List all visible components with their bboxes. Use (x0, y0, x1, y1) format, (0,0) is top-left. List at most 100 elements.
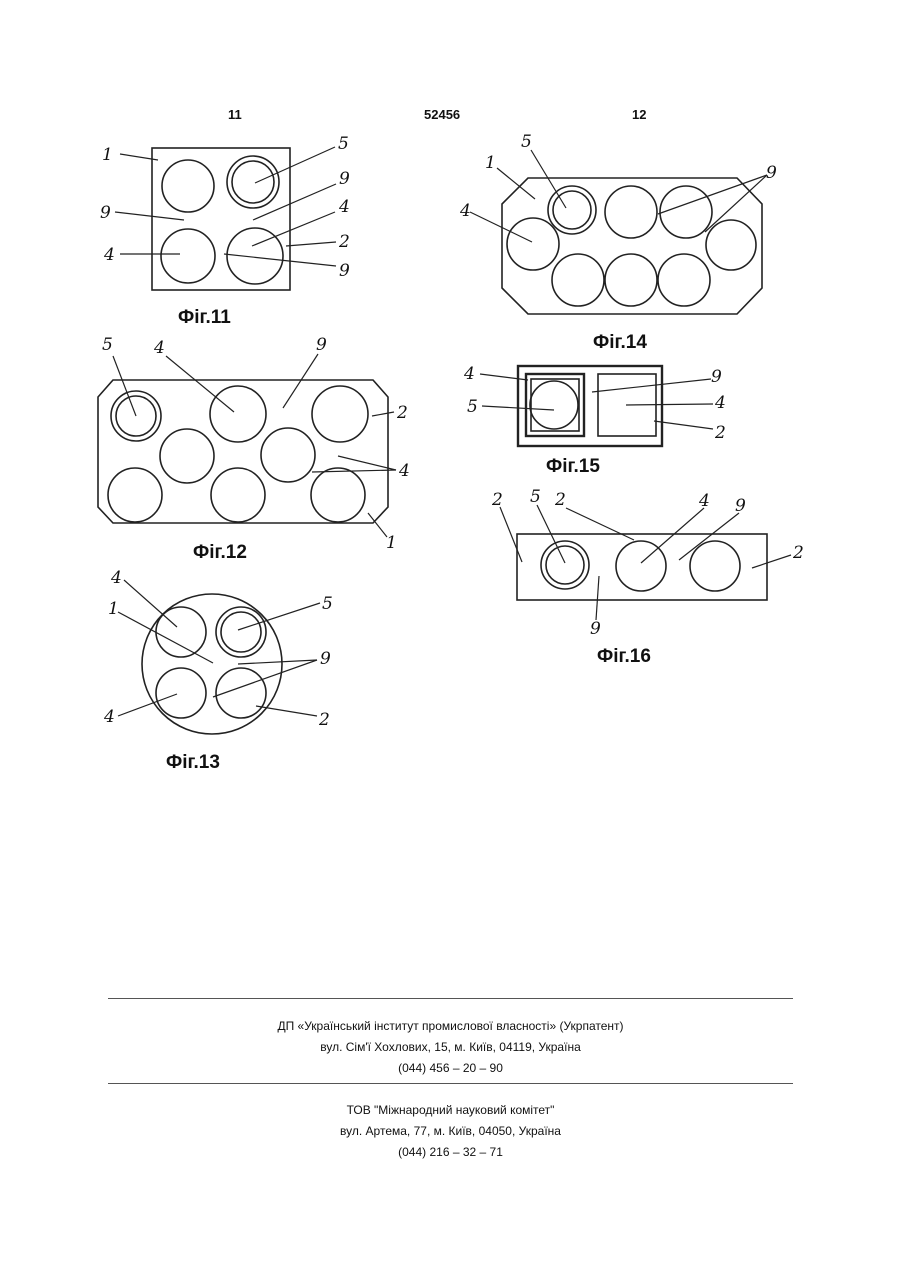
fig11-cell (161, 229, 215, 283)
leader-line (256, 706, 317, 716)
figure-14: 5 1 9 4 Фіг.14 (459, 132, 777, 353)
fig15-body (518, 366, 662, 446)
fig15-label: 4 (714, 393, 726, 413)
leader-line (679, 513, 739, 560)
fig12-label: 5 (102, 335, 113, 355)
fig11-cell (162, 160, 214, 212)
fig16-label: 4 (698, 491, 710, 511)
leader-line (115, 212, 184, 220)
leader-line (372, 412, 394, 416)
fig12-cell (261, 428, 315, 482)
leader-line (641, 508, 704, 563)
footer-divider (108, 1083, 793, 1084)
fig14-cell-marked (548, 186, 596, 234)
fig13-label: 1 (108, 599, 119, 619)
fig14-label: 1 (485, 153, 496, 173)
fig11-label: 9 (339, 169, 350, 189)
leader-line (166, 356, 234, 412)
fig14-caption: Фіг.14 (593, 332, 647, 353)
fig16-label: 2 (491, 490, 503, 510)
leader-line (531, 150, 566, 208)
fig11-cell-marked-inner (232, 161, 274, 203)
fig15-label: 4 (463, 364, 475, 384)
fig15-label: 9 (711, 367, 722, 387)
publisher-block: ДП «Український інститут промислової вла… (108, 1016, 793, 1079)
fig15-label: 2 (714, 423, 726, 443)
fig14-cell (507, 218, 559, 270)
fig11-label: 4 (338, 197, 350, 217)
fig14-body (502, 178, 762, 314)
fig15-cell-round (530, 381, 578, 429)
fig16-cell (690, 541, 740, 591)
fig11-label: 9 (100, 203, 111, 223)
fig16-label: 2 (792, 543, 804, 563)
leader-line (255, 147, 335, 183)
fig12-cell (211, 468, 265, 522)
figure-16: 2 5 2 4 9 2 9 Фіг.16 (491, 487, 804, 667)
fig11-cell-marked (227, 156, 279, 208)
publisher-name: ДП «Український інститут промислової вла… (108, 1016, 793, 1037)
fig12-label: 2 (396, 403, 408, 423)
fig13-label: 4 (110, 568, 122, 588)
fig11-label: 9 (339, 261, 350, 281)
leader-line (113, 356, 136, 416)
figure-sheet: 1 5 9 9 4 4 2 9 Фіг.11 5 4 9 2 (0, 0, 900, 800)
printer-block: ТОВ "Міжнародний науковий комітет" вул. … (108, 1100, 793, 1163)
leader-line (118, 694, 177, 716)
leader-line (480, 374, 528, 380)
fig12-body (98, 380, 388, 523)
printer-address: вул. Артема, 77, м. Київ, 04050, Україна (108, 1121, 793, 1142)
fig13-caption: Фіг.13 (166, 752, 220, 773)
leader-line (596, 576, 599, 620)
fig15-label: 5 (467, 397, 478, 417)
fig16-cell-marked-inner (546, 546, 584, 584)
fig14-cell (552, 254, 604, 306)
leader-line (283, 354, 318, 408)
fig13-label: 9 (320, 649, 331, 669)
fig16-label: 9 (735, 496, 746, 516)
leader-line (368, 513, 387, 537)
fig16-label: 2 (554, 490, 566, 510)
leader-line (626, 404, 713, 405)
publisher-address: вул. Сім'ї Хохлових, 15, м. Київ, 04119,… (108, 1037, 793, 1058)
leader-line (470, 212, 532, 242)
leader-line (213, 660, 317, 697)
fig13-cell-marked (216, 607, 266, 657)
figure-12: 5 4 9 2 4 1 Фіг.12 (98, 335, 410, 563)
fig12-cell (312, 386, 368, 442)
leader-line (286, 242, 336, 246)
fig12-label: 4 (153, 338, 165, 358)
fig11-caption: Фіг.11 (178, 307, 231, 328)
fig16-label: 5 (530, 487, 541, 507)
fig12-label: 9 (316, 335, 327, 355)
leader-line (592, 379, 711, 392)
fig14-label: 9 (766, 163, 777, 183)
fig13-label: 2 (318, 710, 330, 730)
leader-line (238, 660, 317, 664)
fig16-label: 9 (590, 619, 601, 639)
fig12-label: 4 (398, 461, 410, 481)
fig11-label: 5 (338, 134, 349, 154)
leader-line (705, 175, 767, 232)
fig14-cell (660, 186, 712, 238)
figure-15: 4 9 5 4 2 Фіг.15 (463, 364, 726, 477)
printer-phone: (044) 216 – 32 – 71 (108, 1142, 793, 1163)
publisher-phone: (044) 456 – 20 – 90 (108, 1058, 793, 1079)
leader-line (238, 603, 320, 630)
fig14-label: 4 (459, 201, 471, 221)
leader-line (566, 508, 634, 540)
fig14-cell (658, 254, 710, 306)
printer-name: ТОВ "Міжнародний науковий комітет" (108, 1100, 793, 1121)
fig12-cell (210, 386, 266, 442)
leader-line (497, 168, 535, 199)
fig15-cell-square-marked (526, 374, 584, 436)
leader-line (253, 184, 336, 220)
fig14-cell (706, 220, 756, 270)
fig12-cell (160, 429, 214, 483)
leader-line (752, 555, 791, 568)
footer-divider (108, 998, 793, 999)
leader-line (118, 612, 213, 663)
fig12-label: 1 (386, 533, 397, 553)
fig16-cell-marked (541, 541, 589, 589)
fig14-cell (605, 186, 657, 238)
